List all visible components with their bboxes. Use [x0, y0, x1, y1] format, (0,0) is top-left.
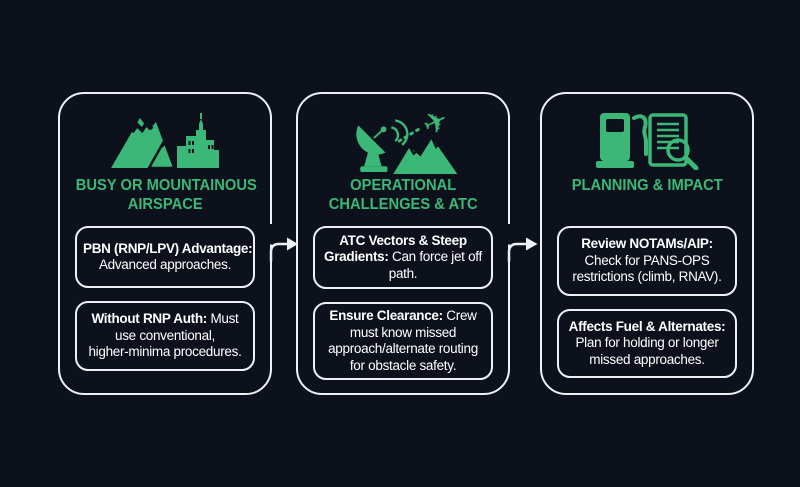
fuel-pump-document-icon — [594, 108, 700, 172]
box-text-line: higher-minima procedures. — [88, 344, 242, 359]
info-box: Review NOTAMs/AIP: Check for PANS-OPS re… — [557, 226, 737, 296]
info-box: Without RNP Auth: Must use conventional,… — [75, 301, 255, 371]
svg-text:✈: ✈ — [417, 106, 453, 143]
box-text-line: Without RNP Auth: Must — [91, 311, 239, 326]
card-operational-challenges-atc: ✈ OPERATIONAL CHALLENGES & ATC ATC Vecto… — [296, 92, 510, 395]
box-text-line: Affects Fuel & Alternates: — [568, 318, 726, 334]
info-box: Ensure Clearance: Crew must know missed … — [313, 302, 493, 380]
card-title-line: CHALLENGES & ATC — [328, 196, 478, 213]
box-text-line: path. — [388, 265, 418, 281]
card-title: PLANNING & IMPACT — [550, 176, 744, 214]
box-text-line: Gradients: Can force jet off — [324, 249, 482, 265]
box-text-line: ATC Vectors & Steep — [339, 232, 467, 248]
radar-plane-mountain-icon: ✈ — [356, 106, 458, 174]
info-box: Affects Fuel & Alternates: Plan for hold… — [557, 308, 737, 378]
card-title: OPERATIONAL CHALLENGES & ATC — [306, 176, 500, 214]
card-title: BUSY OR MOUNTAINOUS AIRSPACE — [68, 176, 262, 214]
card-title-line: BUSY OR MOUNTAINOUS — [75, 177, 257, 194]
mountains-city-icon — [111, 108, 219, 172]
box-text-line: Ensure Clearance: Crew — [329, 308, 477, 324]
card-busy-or-mountainous-airspace: BUSY OR MOUNTAINOUS AIRSPACE PBN (RNP/LP… — [58, 92, 272, 395]
box-text-line: restrictions (climb, RNAV). — [572, 269, 722, 284]
box-text-line: Plan for holding or longer — [575, 335, 719, 350]
card-title-line: OPERATIONAL — [349, 177, 457, 194]
box-text-line: must know missed — [349, 324, 457, 340]
info-box: ATC Vectors & Steep Gradients: Can force… — [313, 226, 493, 290]
fuel-pump-document-icon — [596, 113, 699, 170]
mountains-city-icon — [111, 113, 219, 168]
box-text-line: missed approaches. — [589, 351, 705, 367]
card-title-line: AIRSPACE — [127, 196, 203, 213]
box-text-line: approach/alternate routing — [328, 341, 478, 357]
box-text-line: for obstacle safety. — [349, 357, 457, 373]
box-text-line: PBN (RNP/LPV) Advantage: — [83, 240, 253, 256]
card-planning-impact: PLANNING & IMPACT Review NOTAMs/AIP: Che… — [540, 92, 754, 395]
box-text-line: Review NOTAMs/AIP: — [581, 236, 713, 251]
radar-plane-mountain-icon: ✈ — [344, 106, 462, 174]
box-text-line: Check for PANS-OPS — [584, 252, 710, 268]
card-title-line: PLANNING & IMPACT — [571, 177, 723, 194]
info-box: PBN (RNP/LPV) Advantage: Advanced approa… — [75, 226, 255, 288]
box-text-line: Advanced approaches. — [98, 257, 232, 272]
box-text-line: use conventional, — [115, 327, 215, 343]
